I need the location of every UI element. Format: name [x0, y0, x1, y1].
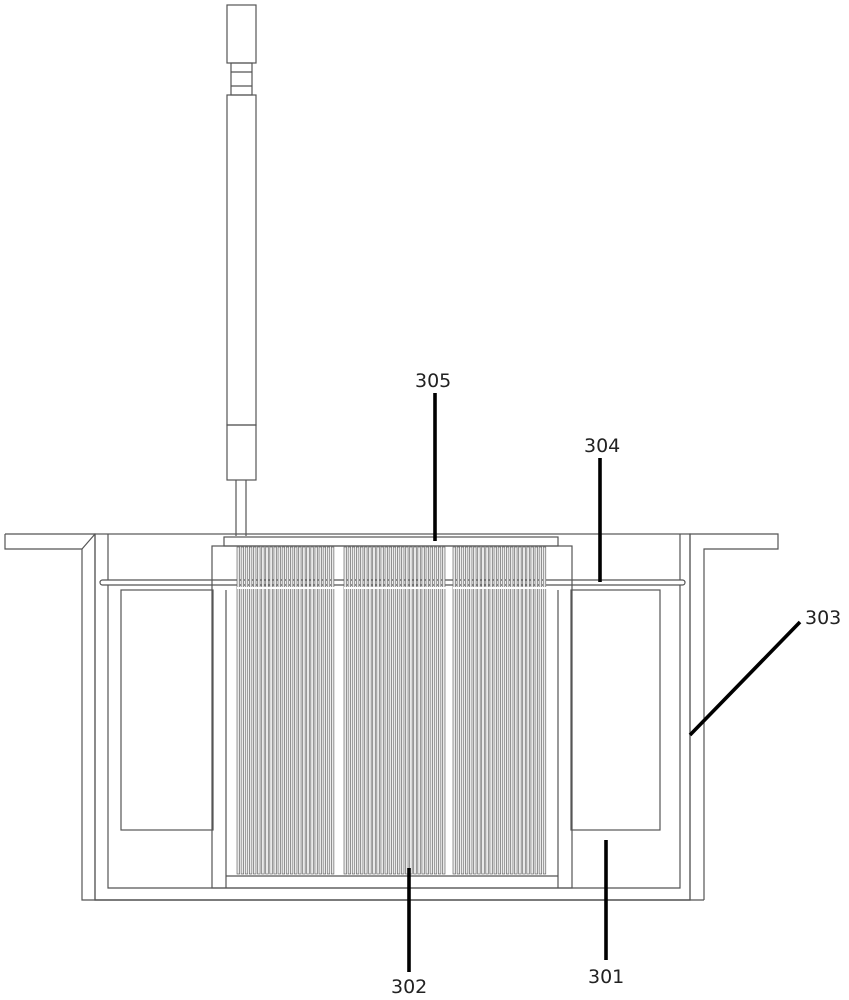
plate-2-10	[381, 547, 384, 874]
rod-lower-section	[227, 425, 256, 480]
plate-3-4	[465, 547, 468, 874]
plate-3-17	[519, 547, 522, 874]
plate-1-12	[282, 547, 285, 874]
plate-1-11	[278, 547, 281, 874]
plate-1-18	[307, 547, 310, 874]
plate-3-6	[474, 547, 477, 874]
plate-3-15	[510, 547, 513, 874]
plate-3-3	[461, 547, 464, 874]
plate-2-5	[360, 547, 363, 874]
plate-3-16	[515, 547, 518, 874]
plate-2-23	[434, 547, 437, 874]
plate-2-2	[348, 547, 351, 874]
plate-3-18	[523, 547, 526, 874]
plate-3-2	[457, 547, 460, 874]
plate-3-5	[469, 547, 472, 874]
plate-3-11	[494, 547, 497, 874]
plate-1-2	[241, 547, 244, 874]
plate-stack	[237, 547, 547, 874]
plate-1-9	[270, 547, 273, 874]
plate-2-25	[442, 547, 445, 874]
plate-3-22	[539, 547, 542, 874]
label-302: 302	[391, 976, 427, 998]
left-side-block	[121, 590, 213, 830]
plate-3-13	[502, 547, 505, 874]
plate-2-21	[426, 547, 429, 874]
plate-2-14	[397, 547, 400, 874]
plate-1-24	[331, 547, 334, 874]
lifting-rod	[227, 5, 256, 536]
plate-2-18	[414, 547, 417, 874]
plate-2-8	[373, 547, 376, 874]
plate-2-3	[352, 547, 355, 874]
plate-3-23	[543, 547, 546, 874]
plate-2-17	[410, 547, 413, 874]
plate-1-6	[258, 547, 261, 874]
plate-1-16	[299, 547, 302, 874]
plate-1-20	[315, 547, 318, 874]
plate-3-21	[535, 547, 538, 874]
plate-2-20	[422, 547, 425, 874]
plate-1-4	[249, 547, 252, 874]
plate-1-21	[319, 547, 322, 874]
plate-2-9	[377, 547, 380, 874]
plate-1-14	[290, 547, 293, 874]
plate-2-1	[344, 547, 347, 874]
plate-2-11	[385, 547, 388, 874]
rod-cylinder	[227, 95, 256, 425]
rod-top-cap	[227, 5, 256, 63]
plate-2-15	[401, 547, 404, 874]
plate-1-3	[245, 547, 248, 874]
rod-joint	[231, 63, 252, 95]
plate-2-4	[356, 547, 359, 874]
plate-2-24	[438, 547, 441, 874]
plate-1-10	[274, 547, 277, 874]
plate-3-20	[531, 547, 534, 874]
right-side-block	[571, 590, 660, 830]
horizontal-rod	[100, 580, 685, 585]
plate-2-12	[389, 547, 392, 874]
label-301: 301	[588, 966, 624, 988]
plate-1-8	[266, 547, 269, 874]
plate-1-5	[253, 547, 256, 874]
plate-3-19	[527, 547, 530, 874]
plate-1-13	[286, 547, 289, 874]
leader-303	[690, 622, 800, 735]
label-305: 305	[415, 370, 451, 392]
plate-3-12	[498, 547, 501, 874]
plate-2-22	[430, 547, 433, 874]
plate-1-22	[323, 547, 326, 874]
plate-1-15	[294, 547, 297, 874]
plate-1-23	[327, 547, 330, 874]
plate-2-16	[406, 547, 409, 874]
plate-3-7	[478, 547, 481, 874]
plate-3-14	[506, 547, 509, 874]
plate-2-7	[369, 547, 372, 874]
plate-2-19	[418, 547, 421, 874]
label-303: 303	[805, 607, 841, 629]
label-304: 304	[584, 435, 620, 457]
plate-2-13	[393, 547, 396, 874]
plate-3-8	[482, 547, 485, 874]
plate-1-7	[262, 547, 265, 874]
plate-3-1	[453, 547, 456, 874]
top-bar	[224, 537, 558, 546]
plate-2-6	[365, 547, 368, 874]
plate-3-10	[490, 547, 493, 874]
plate-1-19	[311, 547, 314, 874]
plate-1-17	[303, 547, 306, 874]
plate-1-1	[237, 547, 240, 874]
plate-3-9	[486, 547, 489, 874]
